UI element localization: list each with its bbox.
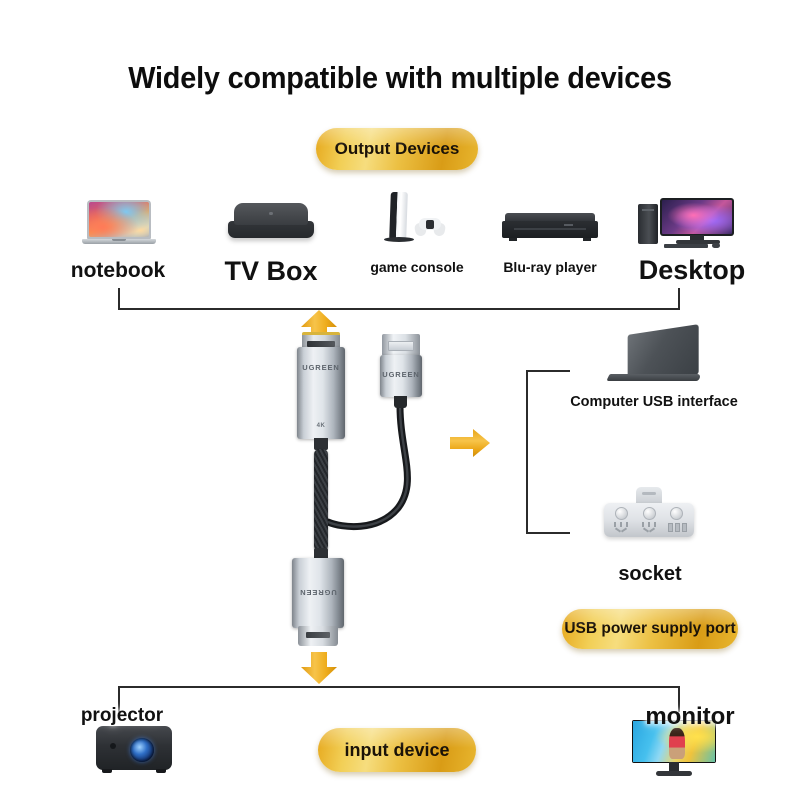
- label-notebook: notebook: [70, 259, 166, 282]
- label-computer-usb-interface: Computer USB interface: [570, 394, 738, 410]
- bluray-display: [564, 224, 573, 226]
- arrow-down-to-input-device-icon: [300, 652, 338, 684]
- displayport-brand-text: UGREEN: [299, 588, 337, 597]
- desktop-computer-icon: [638, 198, 734, 250]
- monitor-wallpaper: [633, 721, 715, 762]
- displayport-strain-relief: [314, 548, 328, 560]
- power-strip-switch-3: [670, 507, 683, 520]
- laptop-rear-icon: [606, 324, 704, 388]
- laptop-rear-base: [606, 374, 702, 381]
- desktop-wallpaper: [662, 200, 732, 234]
- projector-sensor: [110, 743, 116, 749]
- page-title: Widely compatible with multiple devices: [128, 60, 672, 95]
- console-tower: [389, 192, 408, 240]
- badge-usb-power-supply-port: USB power supply port: [562, 609, 738, 649]
- projector-icon: [96, 722, 172, 778]
- desktop-monitor: [660, 198, 734, 236]
- desktop-monitor-stand: [690, 235, 704, 241]
- power-strip-cord-tab: [636, 487, 662, 505]
- badge-output-devices: Output Devices: [316, 128, 478, 170]
- power-strip-switch-1: [615, 507, 628, 520]
- power-strip-icon: [604, 487, 694, 547]
- tv-box-icon: [228, 203, 314, 247]
- bluray-foot-right: [583, 238, 591, 241]
- braided-cable-section: [314, 449, 328, 551]
- power-strip-usb-ports: [668, 523, 688, 533]
- desktop-mouse: [712, 243, 720, 248]
- label-tv-box: TV Box: [224, 256, 318, 286]
- tv-box-led: [269, 212, 273, 215]
- badge-output-devices-label: Output Devices: [334, 139, 460, 158]
- monitor-screen: [632, 720, 716, 763]
- laptop-screen: [87, 200, 151, 239]
- monitor-icon: [632, 720, 716, 780]
- tv-box-base: [228, 221, 314, 238]
- game-console-icon: [382, 192, 452, 250]
- controller-touchpad: [426, 220, 434, 229]
- power-strip-outlet-2: [640, 522, 658, 534]
- laptop-icon: [82, 200, 156, 250]
- laptop-wallpaper: [89, 202, 149, 237]
- projector-foot-left: [102, 769, 112, 773]
- label-game-console: game console: [370, 259, 464, 275]
- desktop-monitor-foot: [676, 240, 720, 244]
- bracket-power-top-tick: [526, 370, 570, 372]
- usb-a-brand-text: UGREEN: [382, 370, 420, 379]
- projector-foot-right: [156, 769, 166, 773]
- bracket-output-left-tick: [118, 288, 120, 310]
- desktop-tower: [638, 204, 658, 244]
- usb-a-strain-relief: [394, 396, 407, 408]
- arrow-up-to-output-devices-icon: [300, 310, 338, 340]
- monitor-foot: [656, 771, 692, 776]
- label-desktop: Desktop: [638, 255, 746, 285]
- badge-usb-power-supply-port-label: USB power supply port: [564, 620, 736, 637]
- label-bluray-player: Blu-ray player: [503, 259, 597, 275]
- arrow-right-to-power-icon: [450, 428, 490, 458]
- bluray-player-icon: [502, 213, 598, 246]
- desktop-keyboard: [664, 244, 708, 248]
- laptop-rear-lid: [627, 324, 699, 378]
- displayport-plug: [298, 626, 338, 646]
- hdmi-brand-text: UGREEN: [302, 363, 340, 372]
- laptop-notch: [112, 239, 126, 241]
- console-stand: [384, 237, 414, 242]
- usb-a-connector-housing: UGREEN: [380, 355, 422, 397]
- bluray-disc-slot: [514, 228, 586, 230]
- label-projector: projector: [80, 705, 164, 726]
- bluray-top-panel: [505, 213, 595, 222]
- cable-cord: [324, 402, 411, 531]
- bluray-foot-left: [509, 238, 517, 241]
- bracket-power-bottom-tick: [526, 532, 570, 534]
- bracket-input-left-tick: [118, 686, 120, 712]
- power-strip-body: [604, 503, 694, 537]
- product-cable-assembly: UGREEN 4K UGREEN UGREEN: [270, 332, 450, 670]
- bracket-power-vertical: [526, 370, 528, 534]
- hdmi-connector-housing: UGREEN 4K: [297, 347, 345, 439]
- projector-lens: [130, 738, 154, 762]
- label-socket: socket: [618, 563, 682, 585]
- bracket-output-right-tick: [678, 288, 680, 310]
- bracket-input-horizontal: [118, 686, 680, 688]
- hdmi-strain-relief: [314, 438, 328, 450]
- power-strip-switch-2: [643, 507, 656, 520]
- laptop-base: [82, 239, 156, 244]
- displayport-connector-housing: UGREEN: [292, 558, 344, 628]
- monitor-wallpaper-subject: [669, 727, 686, 759]
- bracket-input-right-tick: [678, 686, 680, 712]
- badge-input-device: input device: [318, 728, 476, 772]
- usb-a-plug: [382, 334, 420, 356]
- label-monitor: monitor: [645, 703, 735, 730]
- badge-input-device-label: input device: [344, 739, 450, 760]
- bracket-output-horizontal: [118, 308, 680, 310]
- monitor-stand: [669, 762, 679, 773]
- hdmi-plug: [302, 332, 340, 351]
- power-strip-outlet-1: [612, 522, 630, 534]
- game-controller-icon: [413, 216, 447, 238]
- hdmi-4k-tag: 4K: [316, 423, 326, 429]
